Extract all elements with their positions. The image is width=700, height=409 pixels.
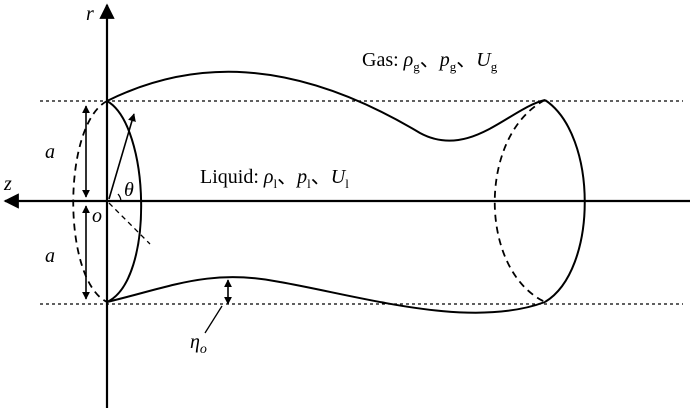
radius-label-lower: a [45, 245, 55, 267]
liquid-rho: ρ [263, 166, 274, 188]
left-end-front [106, 100, 143, 303]
gas-p-sub: g [450, 59, 457, 74]
gas-prefix: Gas: [362, 49, 404, 71]
radius-label-upper: a [45, 141, 55, 163]
origin-label: o [92, 205, 102, 227]
liquid-properties-label: Liquid: ρl、pl、Ul [200, 166, 349, 191]
gas-properties-label: Gas: ρg、pg、Ug [362, 49, 498, 74]
gas-p: p [438, 49, 450, 71]
z-axis-label: z [3, 173, 12, 195]
liquid-U-sub: l [345, 176, 349, 191]
angle-label: θ [124, 179, 134, 201]
liquid-sep-2: 、 [311, 166, 331, 188]
r-axis-label: r [86, 3, 94, 25]
radius-vector [108, 113, 136, 200]
liquid-prefix: Liquid: [200, 166, 264, 188]
jet-upper-surface [106, 70, 546, 142]
liquid-p: p [295, 166, 307, 188]
perturbation-leader [204, 305, 223, 334]
perturbation-symbol: η [190, 331, 200, 353]
perturbation-label: ηo [190, 331, 207, 357]
perturbation-subscript: o [200, 342, 207, 357]
gas-U-sub: g [491, 59, 498, 74]
right-end-front [544, 99, 586, 303]
gas-U: U [476, 49, 492, 71]
gas-sep-1: 、 [420, 49, 440, 71]
dashed-radius [108, 202, 151, 245]
angle-arc [117, 193, 122, 203]
right-end-back [494, 99, 546, 303]
left-end-back [72, 100, 108, 303]
gas-rho-sub: g [413, 59, 420, 74]
liquid-sep-1: 、 [277, 166, 297, 188]
liquid-p-sub: l [307, 176, 311, 191]
gas-rho: ρ [403, 49, 414, 71]
liquid-rho-sub: l [274, 176, 278, 191]
jet-lower-surface [106, 276, 546, 314]
liquid-U: U [331, 166, 347, 188]
gas-sep-2: 、 [456, 49, 476, 71]
